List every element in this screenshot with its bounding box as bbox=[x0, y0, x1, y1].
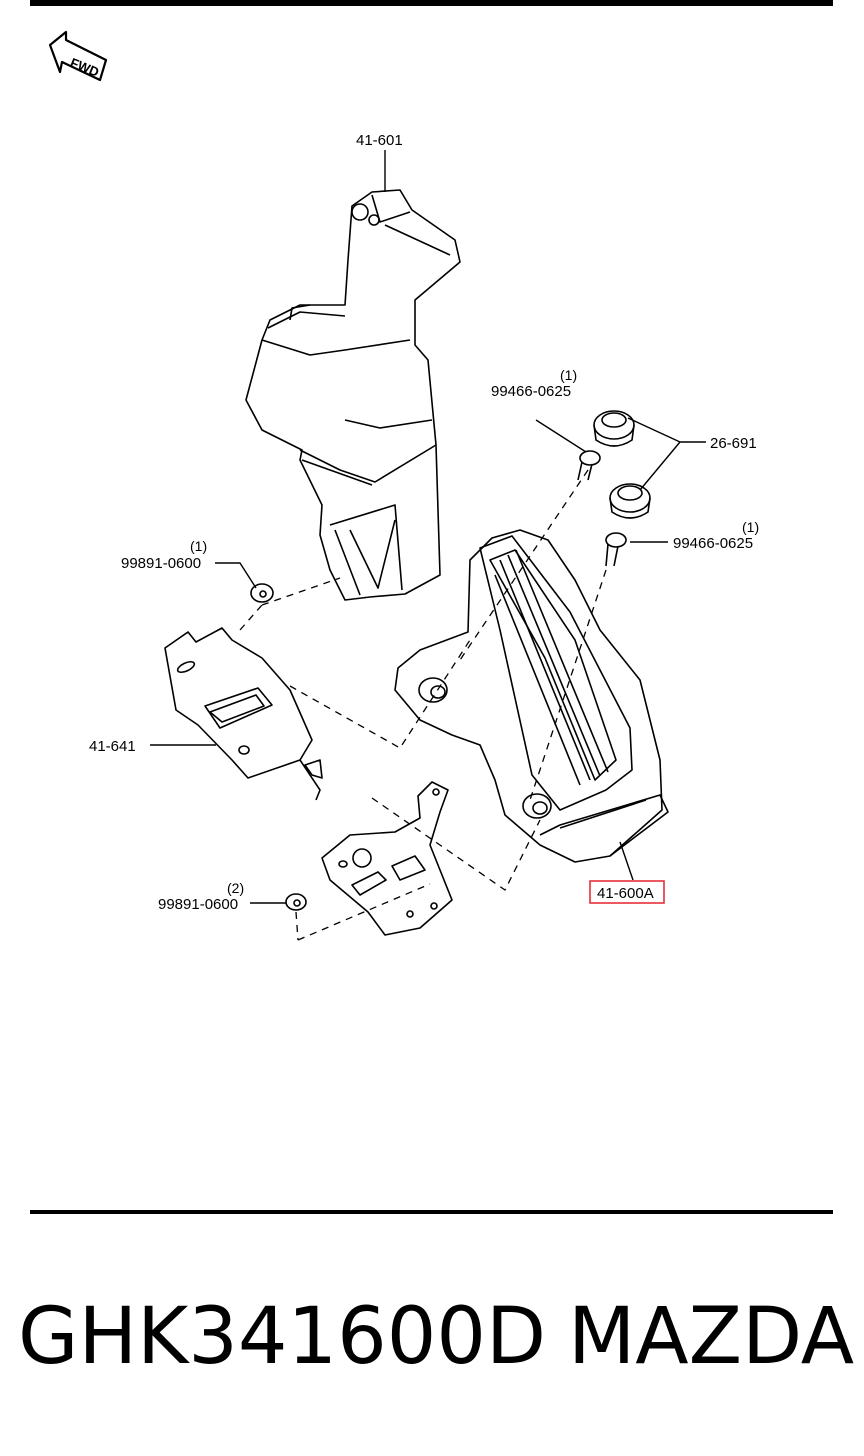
fwd-arrow-icon: FWD bbox=[48, 30, 108, 82]
bottom-rule bbox=[30, 1210, 833, 1214]
callout-bolt-lower: 99466-0625 bbox=[673, 535, 753, 552]
footer-part-number: GHK341600D bbox=[18, 1292, 547, 1382]
footer: GHK341600D MAZDA bbox=[18, 1292, 858, 1402]
callout-bolt-lower-qty: (1) bbox=[742, 519, 759, 535]
callout-41-641: 41-641 bbox=[89, 738, 136, 755]
callout-bolt-upper-qty: (1) bbox=[560, 367, 577, 383]
nut-lower-drawing bbox=[285, 893, 307, 911]
assembly-lines bbox=[239, 469, 607, 941]
callout-bolt-upper: 99466-0625 bbox=[491, 383, 571, 400]
lower-bracket-drawing bbox=[321, 781, 453, 936]
callout-nut-lower: 99891-0600 bbox=[158, 896, 238, 913]
part-41-600a-drawing bbox=[394, 529, 669, 863]
callout-nut-upper-qty: (1) bbox=[190, 538, 207, 554]
bolt-lower-drawing bbox=[605, 532, 627, 567]
bolt-upper-drawing bbox=[577, 450, 601, 481]
part-41-601-drawing bbox=[245, 189, 461, 601]
nut-upper-drawing bbox=[250, 583, 274, 603]
highlight-box bbox=[589, 880, 665, 904]
callout-nut-upper: 99891-0600 bbox=[121, 555, 201, 572]
part-41-641-drawing bbox=[164, 627, 323, 801]
leader-lines bbox=[150, 150, 706, 904]
callout-41-600a: 41-600A bbox=[597, 885, 654, 902]
callout-26-691: 26-691 bbox=[710, 435, 757, 452]
footer-brand: MAZDA bbox=[568, 1292, 855, 1382]
callout-41-601: 41-601 bbox=[356, 132, 403, 149]
grommet-drawing bbox=[593, 410, 651, 519]
callout-nut-lower-qty: (2) bbox=[227, 880, 244, 896]
top-rule bbox=[30, 0, 833, 6]
parts-diagram: FWD bbox=[48, 30, 759, 941]
